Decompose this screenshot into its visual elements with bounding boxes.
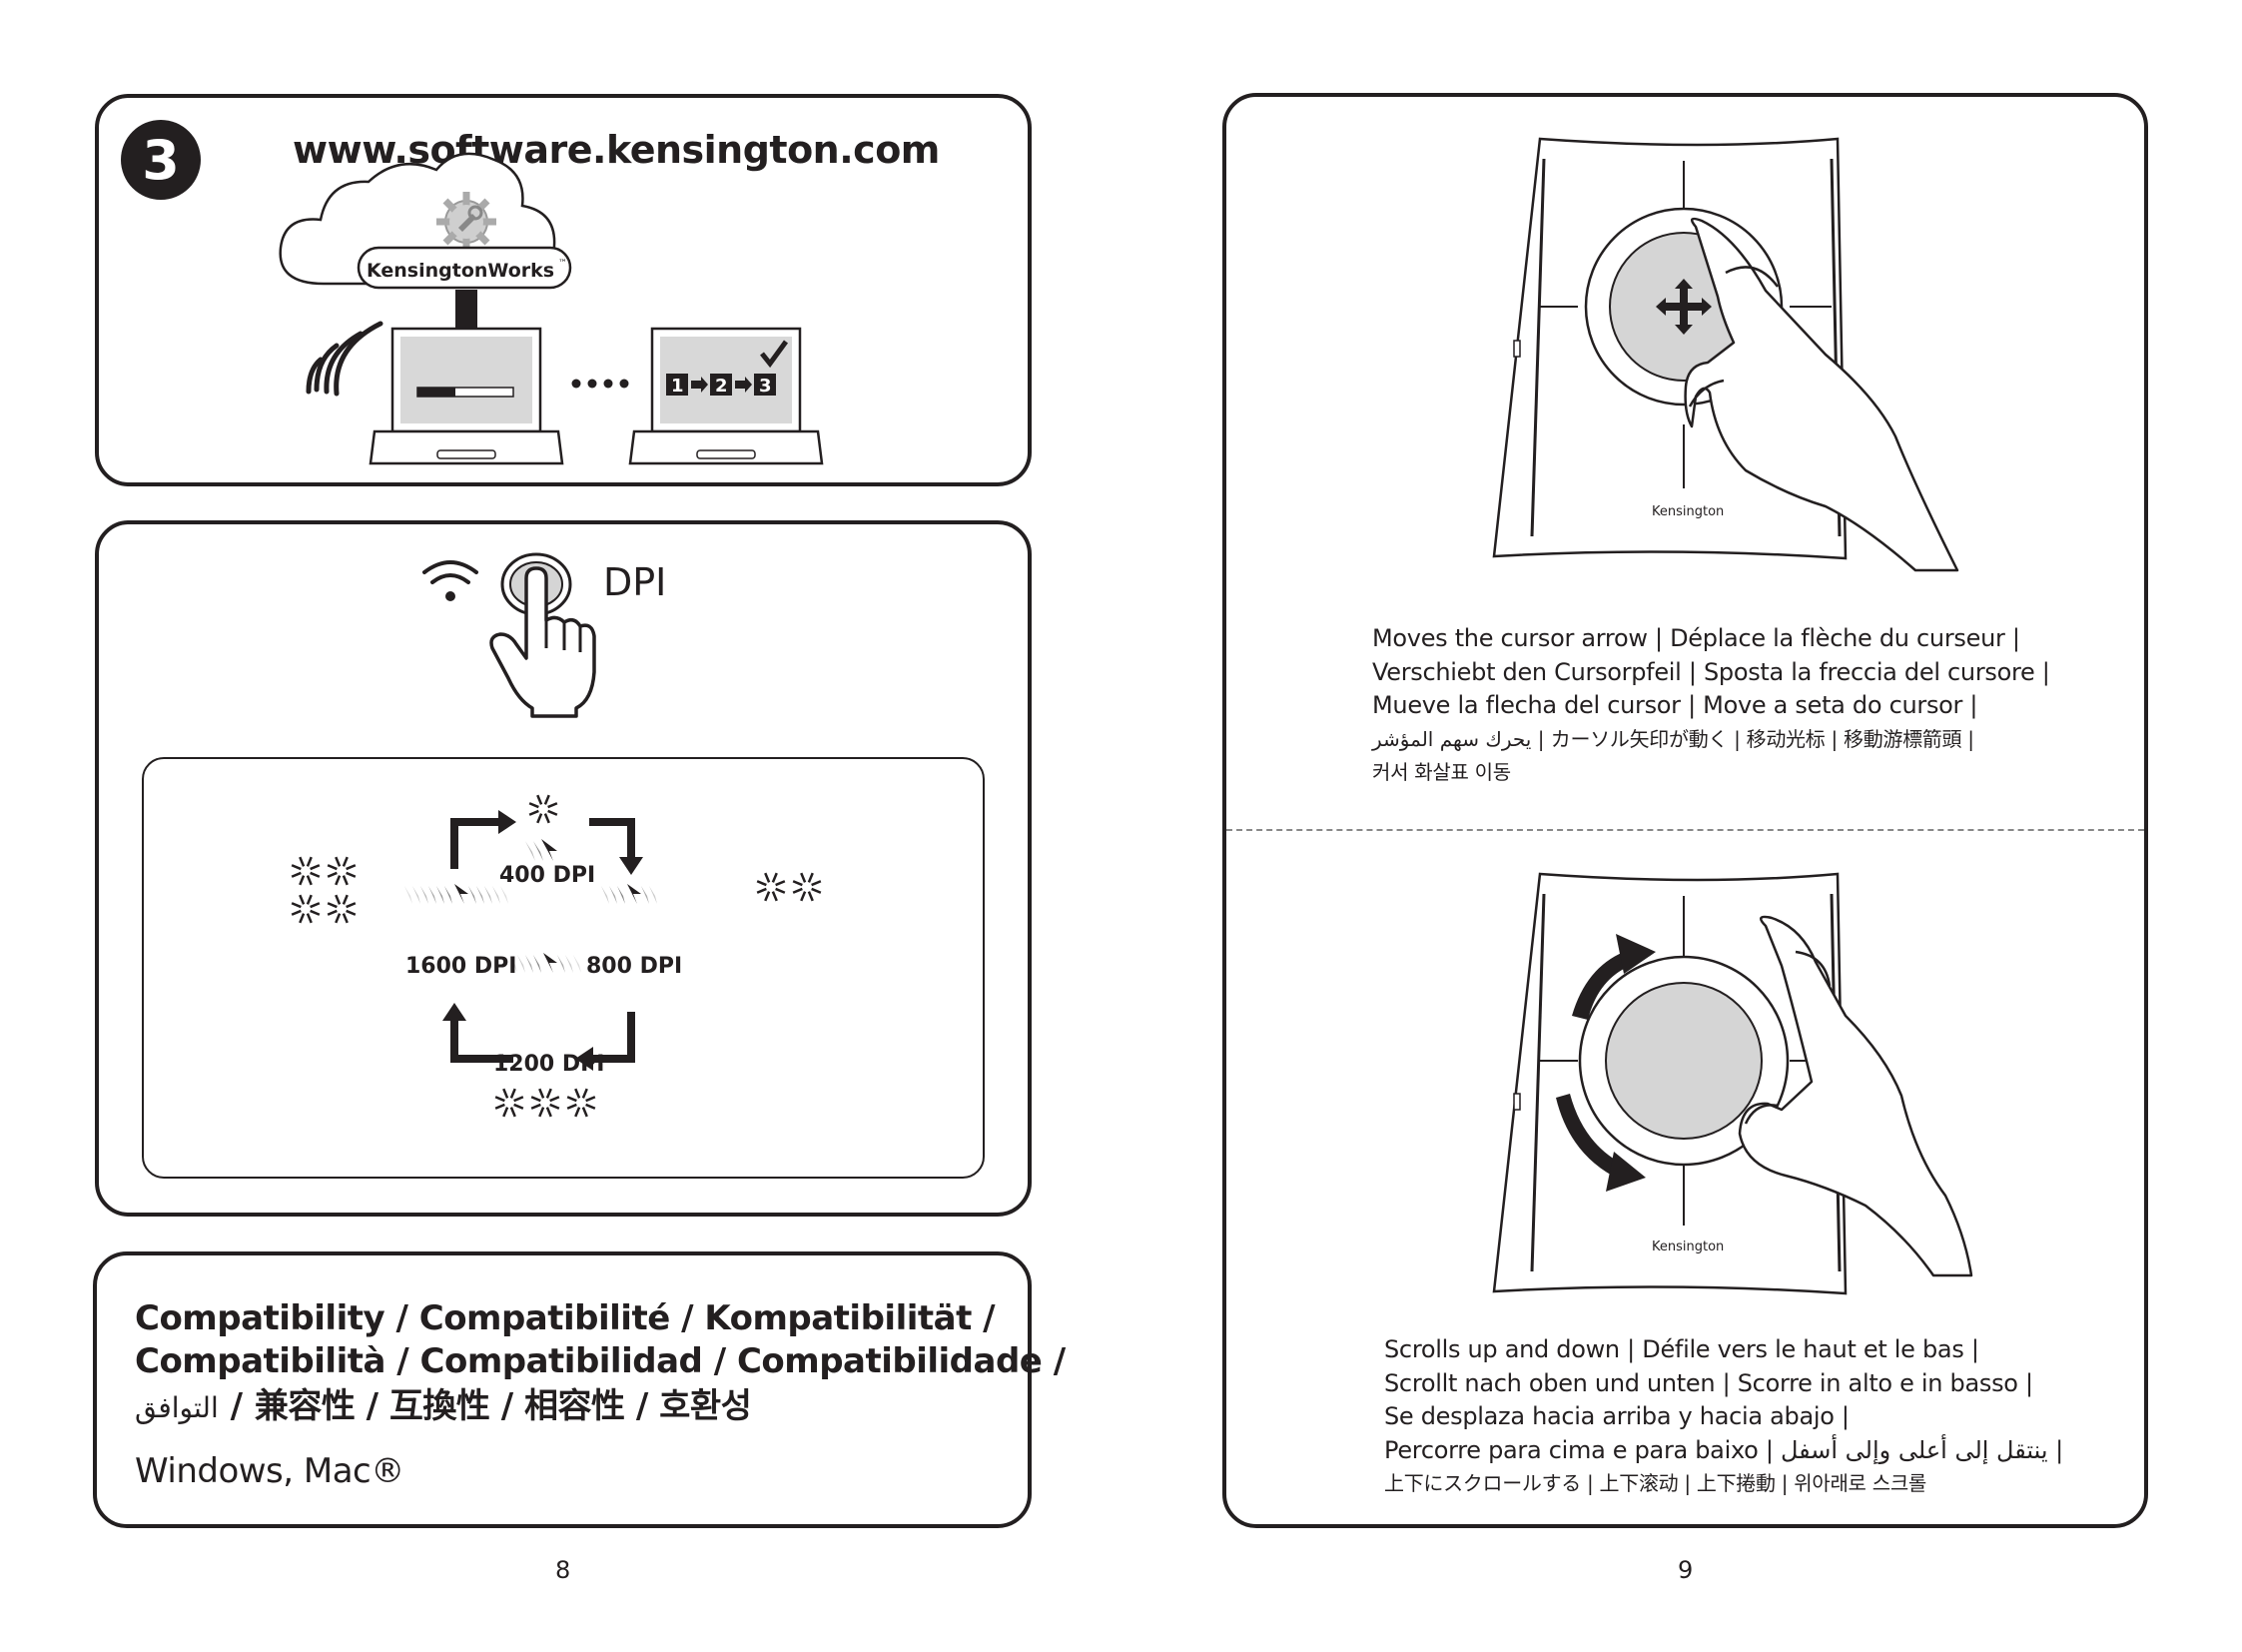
move-arrows-icon bbox=[1656, 279, 1712, 335]
wireless-signal-icon bbox=[306, 321, 383, 397]
scroll-caption-line: Scrolls up and down | Défile vers le hau… bbox=[1384, 1335, 1979, 1363]
trackball-move-illustration bbox=[1492, 137, 1959, 572]
scroll-caption-line: Se desplaza hacia arriba y hacia abajo | bbox=[1384, 1402, 1850, 1430]
dpi-1200-label: 1200 DPI bbox=[493, 1052, 605, 1077]
cursor-trail-400 bbox=[525, 839, 557, 861]
laptop-downloading-icon bbox=[369, 327, 564, 465]
led-flash-icon bbox=[528, 794, 558, 824]
compatibility-panel: Compatibility / Compatibilité / Kompatib… bbox=[93, 1251, 1066, 1528]
led-flash-icon bbox=[291, 856, 321, 886]
supported-systems: Windows, Mac® bbox=[135, 1451, 404, 1491]
scroll-caption-line: 上下にスクロールする | 上下滚动 | 上下捲動 | 위아래로 스크롤 bbox=[1384, 1471, 1927, 1495]
led-flash-icon bbox=[756, 872, 786, 902]
led-flash-icon bbox=[566, 1088, 596, 1118]
cursor-trail-800 bbox=[601, 884, 657, 904]
rotate-arrows-icon bbox=[1556, 934, 1656, 1192]
cloud-label: KensingtonWorks bbox=[367, 260, 554, 282]
cycle-arrow-bottom-left-icon bbox=[442, 1003, 513, 1063]
move-caption-line: Verschiebt den Cursorpfeil | Sposta la f… bbox=[1372, 657, 2050, 686]
trademark-mark: ™ bbox=[558, 259, 567, 269]
install-step-2: 2 bbox=[715, 376, 728, 397]
section-divider bbox=[1226, 829, 2144, 831]
scroll-caption-line: Scrollt nach oben und unten | Scorre in … bbox=[1384, 1368, 2033, 1397]
trackball-scroll-illustration bbox=[1492, 872, 1973, 1295]
brand-label-bottom: Kensington bbox=[1652, 1239, 1725, 1254]
brand-label-top: Kensington bbox=[1652, 504, 1725, 519]
move-caption-line: يحرك سهم المؤشر | カーソル矢印が動く | 移动光标 | 移動游… bbox=[1372, 726, 1974, 751]
dpi-400-label: 400 DPI bbox=[499, 863, 596, 888]
dpi-cycle-box: 400 DPI 800 DPI 1200 DPI 1600 DPI bbox=[142, 757, 985, 1179]
dpi-button-icon bbox=[500, 552, 572, 616]
compatibility-cjk: / 兼容性 / 互換性 / 相容性 / 호환성 bbox=[218, 1386, 752, 1426]
dpi-cycle-diagram bbox=[291, 794, 822, 1118]
laptop-steps-icon: 1 2 3 bbox=[628, 327, 824, 465]
cycle-arrow-top-left-icon bbox=[450, 810, 516, 869]
compatibility-heading-line2: Compatibilità / Compatibilidad / Compati… bbox=[135, 1341, 1066, 1381]
hand-icon bbox=[1738, 915, 1973, 1277]
checkmark-icon bbox=[760, 340, 789, 369]
hand-icon bbox=[1684, 217, 1959, 572]
progress-dots bbox=[571, 379, 629, 389]
led-flash-icon bbox=[291, 894, 321, 924]
page-number-left: 8 bbox=[555, 1556, 571, 1584]
step-number-badge: 3 bbox=[121, 120, 201, 200]
cursor-trail-1200 bbox=[509, 953, 581, 973]
dpi-800-label: 800 DPI bbox=[586, 954, 683, 979]
scroll-caption: Scrolls up and down | Défile vers le hau… bbox=[1384, 1333, 2064, 1501]
install-step-3: 3 bbox=[759, 376, 772, 397]
wifi-icon bbox=[422, 560, 478, 601]
dpi-button-illustration bbox=[422, 552, 596, 718]
pointing-hand-icon bbox=[489, 566, 596, 718]
move-caption-line: Moves the cursor arrow | Déplace la flèc… bbox=[1372, 624, 2020, 652]
led-flash-icon bbox=[792, 872, 822, 902]
install-step-1: 1 bbox=[671, 376, 684, 397]
dpi-panel: DPI bbox=[95, 520, 1032, 1217]
dpi-button-label: DPI bbox=[603, 560, 667, 604]
move-caption: Moves the cursor arrow | Déplace la flèc… bbox=[1372, 622, 2050, 790]
led-flash-icon bbox=[530, 1088, 560, 1118]
compatibility-arabic: التوافق bbox=[135, 1391, 219, 1424]
usage-panel: Kensington Moves the cursor arrow | Dépl… bbox=[1222, 93, 2148, 1528]
compatibility-heading-line1: Compatibility / Compatibilité / Kompatib… bbox=[135, 1298, 996, 1338]
dpi-1600-label: 1600 DPI bbox=[405, 954, 517, 979]
cursor-trail-1600 bbox=[404, 884, 508, 904]
led-flash-icon bbox=[494, 1088, 524, 1118]
page-number-right: 9 bbox=[1678, 1556, 1694, 1584]
software-panel: 3 www.software.kensington.com Kensington… bbox=[95, 94, 1032, 486]
led-flash-icon bbox=[327, 856, 357, 886]
install-illustration: KensingtonWorks ™ bbox=[279, 152, 824, 465]
move-caption-line: Mueve la flecha del cursor | Move a seta… bbox=[1372, 691, 1978, 719]
trackball-device-icon bbox=[1492, 872, 1848, 1295]
compatibility-heading-line3: التوافق / 兼容性 / 互換性 / 相容性 / 호환성 bbox=[135, 1385, 752, 1429]
move-caption-line: 커서 화살표 이동 bbox=[1372, 760, 1511, 784]
cycle-arrow-top-right-icon bbox=[589, 818, 643, 875]
gear-icon bbox=[436, 192, 496, 252]
led-flash-icon bbox=[327, 894, 357, 924]
cycle-arrow-bottom-right-icon bbox=[575, 1012, 635, 1071]
scroll-caption-line: Percorre para cima e para baixo | ينتقل … bbox=[1384, 1435, 2064, 1464]
